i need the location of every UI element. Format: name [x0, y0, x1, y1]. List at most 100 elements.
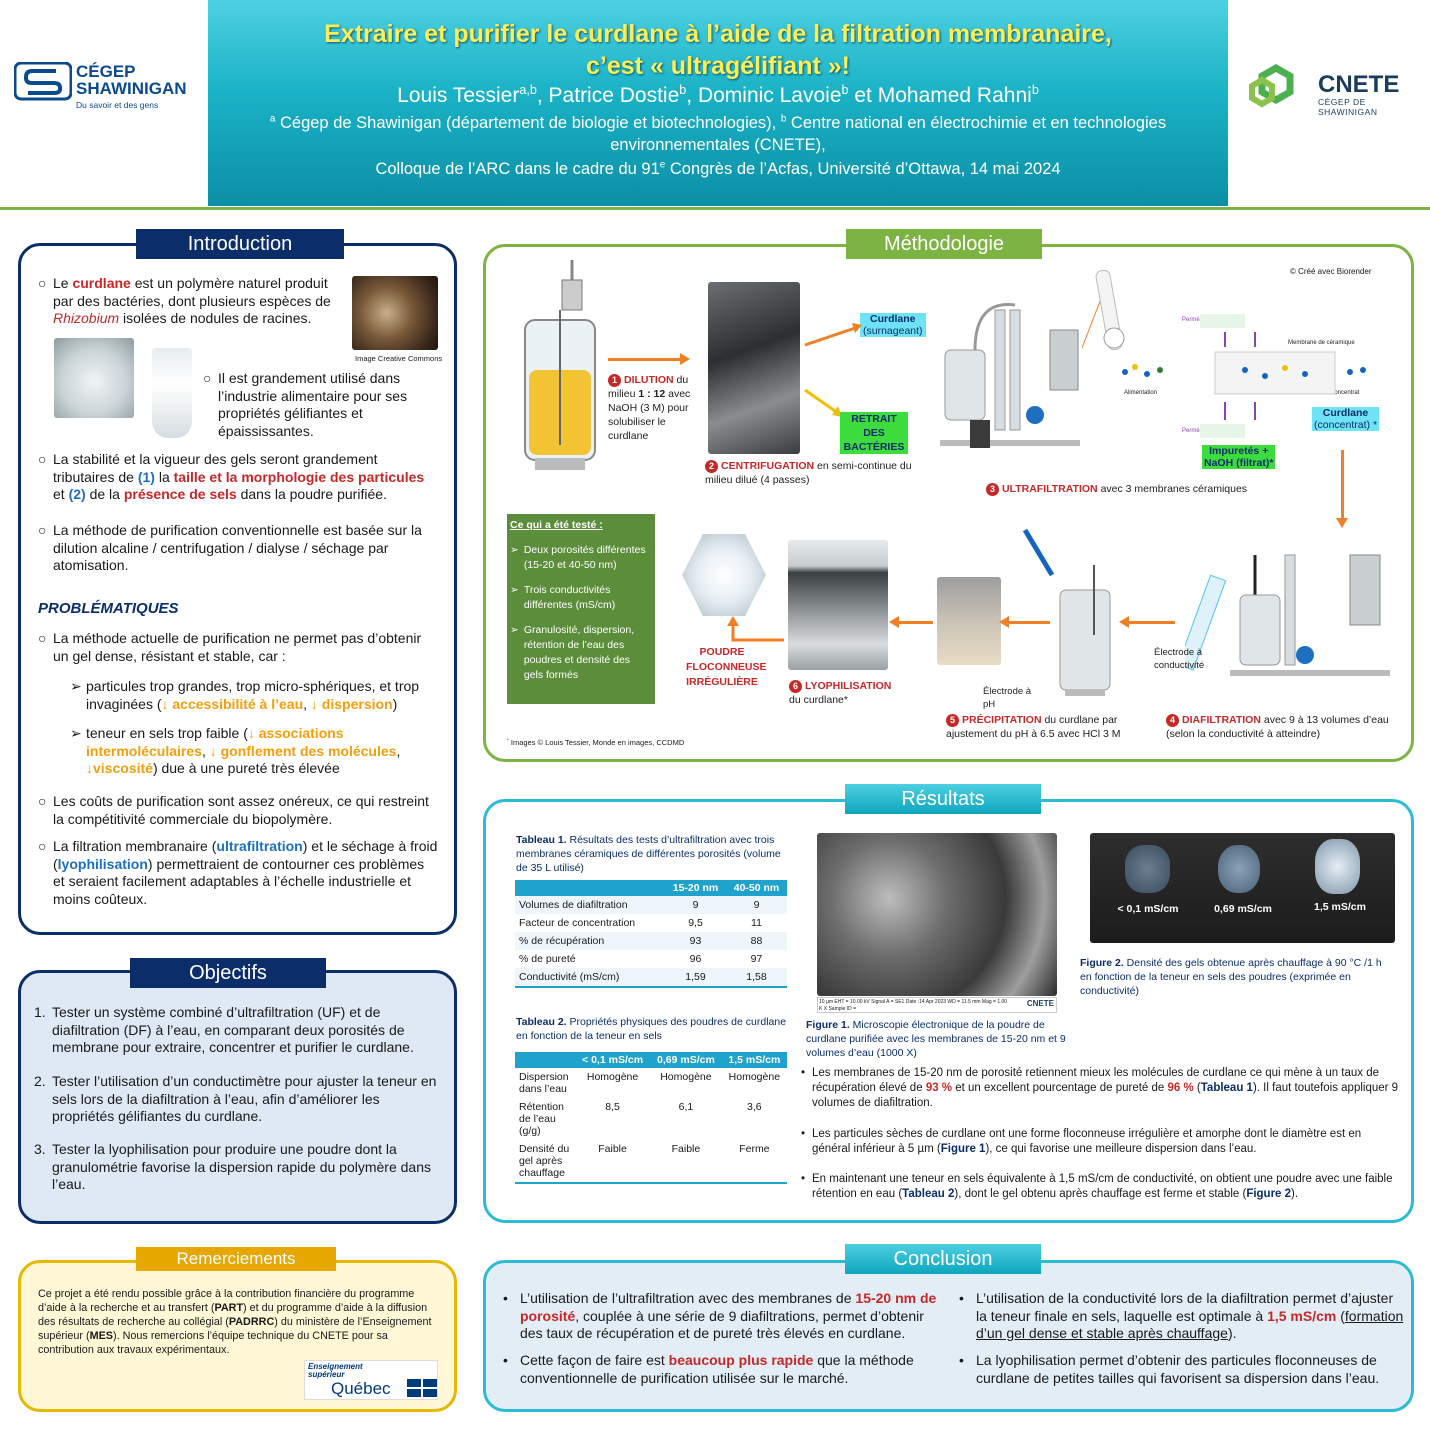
intro-para-3: ○ La stabilité et la vigueur des gels se… — [38, 451, 425, 502]
curdlane-tube-photo — [152, 348, 192, 438]
intro-para-5: ○ La méthode actuelle de purification ne… — [38, 630, 422, 664]
centrifuge-photo — [708, 282, 800, 454]
conclusion-item-4: • La lyophilisation permet d’obtenir des… — [959, 1352, 1380, 1386]
logo-text-cegep: CÉGEP — [76, 62, 136, 81]
centrifuge-arrows — [804, 323, 862, 417]
gel-label-3: 1,5 mS/cm — [1314, 901, 1366, 913]
gel-label-2: 0,69 mS/cm — [1214, 903, 1272, 915]
arrow-head-1 — [680, 353, 690, 365]
ultrafiltration-system-illustration — [940, 303, 1080, 448]
curdlane-gel-photo — [54, 338, 134, 418]
electrode-conductivite-label: Électrode à conductivité — [1154, 647, 1205, 671]
permeat-label-bottom: Perméat — [1182, 428, 1205, 434]
logo-tagline: Du savoir et des gens — [76, 100, 159, 110]
poudre-floconneuse-label: POUDRE FLOCONNEUSE IRRÉGULIÈRE — [686, 646, 767, 688]
objectifs-panel — [18, 970, 457, 1224]
gel-density-photo: < 0,1 mS/cm 0,69 mS/cm 1,5 mS/cm — [1090, 833, 1395, 943]
arrow-to-powder — [727, 616, 784, 642]
sem-metadata-bar: 10 µm EHT = 10.00 kV Signal A = SE1 Date… — [817, 997, 1057, 1013]
arrow-dilution — [608, 358, 683, 361]
impuretes-label: Impuretés +NaOH (filtrat)* — [1202, 445, 1276, 469]
authors: Louis Tessiera,b, Patrice Dostieb, Domin… — [397, 83, 1039, 107]
bioreactor-illustration — [524, 260, 596, 470]
tableau2-caption: Tableau 2. Propriétés physiques des poud… — [516, 1016, 787, 1042]
gel-sample-3 — [1315, 839, 1360, 894]
arrow-head-down — [1336, 518, 1348, 528]
cegep-shawinigan-logo: CÉGEP SHAWINIGAN Du savoir et des gens — [14, 60, 204, 120]
figure2-caption: Figure 2. Densité des gels obtenue après… — [1080, 957, 1382, 997]
gel-sample-2 — [1218, 845, 1260, 893]
arrow-to-precip — [1005, 621, 1050, 624]
curdlane-concentrat-label: Curdlane(concentrat) * — [1312, 407, 1380, 431]
membrane-separation-diagram — [1122, 314, 1366, 438]
curdlane-powder-photo — [682, 534, 766, 616]
conference-line: Colloque de l’ARC dans le cadre du 91e C… — [375, 159, 1061, 178]
fleur-de-lys-flag-icon — [407, 1379, 437, 1397]
arrow-to-lyo — [895, 621, 933, 624]
tested-box: Ce qui a été testé : ➢Deux porosités dif… — [507, 514, 655, 704]
sem-micrograph — [817, 833, 1057, 996]
tableau1-caption: Tableau 1. Résultats des tests d’ultrafi… — [516, 834, 781, 874]
gel-label-1: < 0,1 mS/cm — [1117, 903, 1179, 915]
gel-sample-1 — [1125, 845, 1170, 893]
objectif-item-3: 3. Tester la lyophilisation pour produir… — [34, 1141, 431, 1192]
permeat-label-top: Perméat — [1182, 317, 1205, 323]
conclusion-item-2: • Cette façon de faire est beaucoup plus… — [503, 1352, 914, 1386]
diafiltration-system-illustration — [1185, 554, 1390, 676]
conclusion-title: Conclusion — [845, 1244, 1041, 1274]
alimentation-label: Alimentation — [1124, 390, 1158, 396]
affiliation-line1: a Cégep de Shawinigan (département de bi… — [269, 113, 1167, 132]
intro-para-4: ○ La méthode de purification conventionn… — [38, 522, 422, 573]
objectifs-title: Objectifs — [130, 958, 326, 988]
conclusion-item-1: • L’utilisation de l’ultrafiltration ave… — [503, 1290, 937, 1341]
intro-para-2: ○ Il est grandement utilisé dans l’indus… — [203, 370, 408, 439]
intro-para-1: ○ Le curdlane est un polymère naturel pr… — [38, 275, 331, 326]
ceramic-membrane-illustration — [1082, 269, 1125, 351]
intro-para-7: ○ La filtration membranaire (ultrafiltra… — [38, 838, 438, 907]
conclusion-panel — [483, 1260, 1414, 1412]
membrane-ceramique-label: Membrane de céramique — [1288, 340, 1355, 346]
cnete-logo-sub: CÉGEP DE SHAWINIGAN — [1318, 97, 1378, 117]
lyophilizer-photo — [788, 540, 888, 670]
images-credit: * Images © Louis Tessier, Monde en image… — [507, 737, 685, 747]
remerciements-title: Remerciements — [136, 1247, 336, 1271]
resultats-bullet-3: • En maintenant une teneur en sels équiv… — [801, 1173, 1393, 1200]
rhizobium-root-photo — [352, 276, 438, 350]
resultats-bullet-2: • Les particules sèches de curdlane ont … — [801, 1128, 1362, 1155]
cnete-logo-text: CNETE — [1318, 71, 1400, 98]
poster-title-line2: c’est « ultragélifiant »! — [586, 52, 850, 80]
poster-title-line1: Extraire et purifier le curdlane à l’aid… — [324, 20, 1112, 48]
methodologie-title: Méthodologie — [846, 229, 1042, 259]
intro-subpoint-1: ➢ particules trop grandes, trop micro-sp… — [70, 678, 420, 712]
figure1-caption: Figure 1. Microscopie électronique de la… — [806, 1019, 1066, 1059]
remerciements-text: Ce projet a été rendu possible grâce à l… — [38, 1288, 432, 1356]
introduction-title: Introduction — [136, 229, 344, 259]
affiliation-line2: environnementales (CNETE), — [610, 136, 826, 154]
arrow-head-lyo — [889, 616, 899, 628]
intro-para-6: ○ Les coûts de purification sont assez o… — [38, 793, 429, 827]
header-band: Extraire et purifier le curdlane à l’aid… — [208, 0, 1228, 206]
resultats-title: Résultats — [845, 784, 1041, 814]
intro-subpoint-2: ➢ teneur en sels trop faible (↓ associat… — [70, 725, 401, 776]
cnete-logo: CNETE CÉGEP DE SHAWINIGAN — [1242, 58, 1412, 118]
concentrat-label: Concentrat — [1330, 390, 1360, 396]
cegep-logo-icon — [14, 62, 72, 101]
precipitation-tank-illustration — [1022, 528, 1111, 696]
objectif-item-1: 1. Tester un système combiné d’ultrafilt… — [34, 1004, 414, 1055]
precipitate-photo — [937, 577, 1001, 665]
image-credit: Image Creative Commons — [355, 354, 443, 363]
arrow-to-df — [1125, 621, 1175, 624]
resultats-bullet-1: • Les membranes de 15-20 nm de porosité … — [801, 1067, 1399, 1109]
arrow-head-precip — [999, 616, 1009, 628]
electrode-ph-label: Électrode à pH — [983, 686, 1032, 710]
quebec-logo: Enseignement supérieur Québec — [304, 1360, 438, 1400]
cnete-hexagon-icon — [1249, 63, 1294, 108]
arrow-down — [1341, 450, 1344, 520]
curdlane-supernatant-label: Curdlane(surnageant) — [860, 313, 926, 337]
